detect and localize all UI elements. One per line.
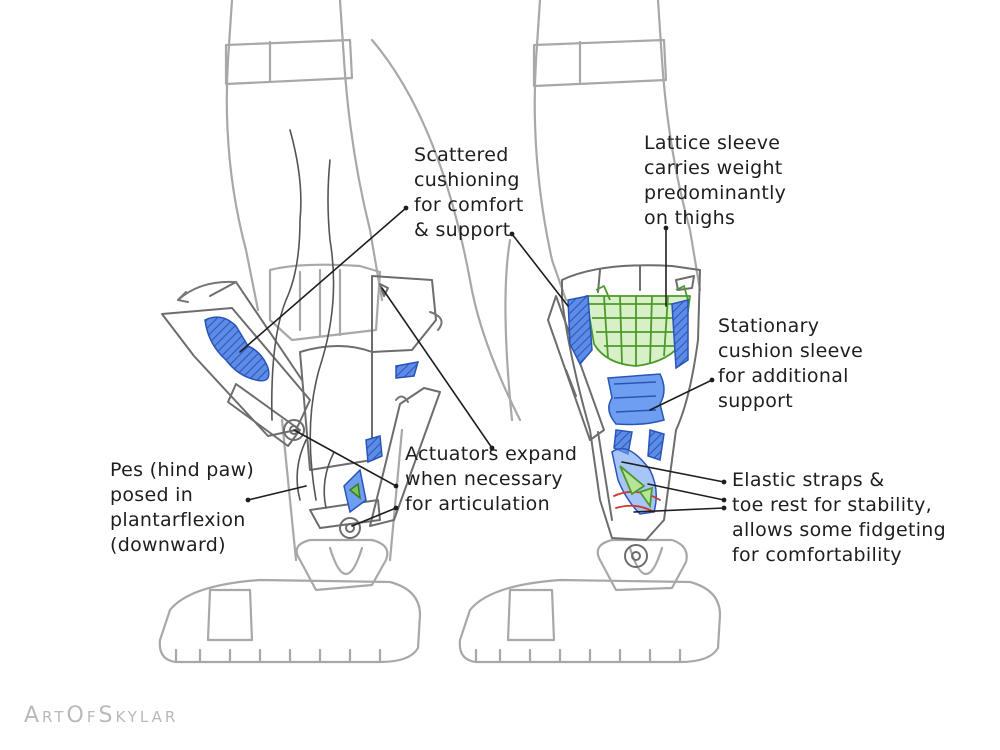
label-line: Pes (hind paw) (110, 459, 255, 481)
label-line: support (718, 390, 794, 412)
label-scattered-cushioning: Scattered cushioning for comfort & suppo… (414, 143, 524, 243)
label-line: toe rest for stability, (732, 494, 932, 516)
label-line: when necessary (405, 468, 563, 490)
artist-watermark: ArtOfSkylar (24, 703, 179, 728)
label-line: Stationary (718, 315, 820, 337)
label-line: (downward) (110, 534, 226, 556)
label-line: plantarflexion (110, 509, 246, 531)
label-stationary-cushion: Stationary cushion sleeve for additional… (718, 314, 863, 414)
left-cushions (204, 316, 420, 514)
label-line: for articulation (405, 493, 550, 515)
label-pes: Pes (hind paw) posed in plantarflexion (… (110, 458, 254, 558)
label-line: carries weight (644, 157, 783, 179)
label-line: cushioning (414, 169, 520, 191)
label-line: Lattice sleeve (644, 132, 781, 154)
label-line: predominantly (644, 182, 787, 204)
label-line: Elastic straps & (732, 469, 885, 491)
lattice-sleeve (585, 285, 691, 367)
label-line: posed in (110, 484, 194, 506)
callout-dots (245, 205, 727, 511)
right-leg-sketch (458, 0, 722, 664)
rotation-arrows (177, 280, 443, 403)
right-leg-brace (547, 264, 701, 568)
label-actuators: Actuators expand when necessary for arti… (405, 442, 577, 517)
label-line: for comfort (414, 194, 524, 216)
label-lattice-sleeve: Lattice sleeve carries weight predominan… (644, 131, 786, 231)
label-line: allows some fidgeting (732, 519, 946, 541)
label-line: Actuators expand (405, 443, 578, 465)
label-line: on thighs (644, 207, 736, 229)
label-line: Scattered (414, 144, 509, 166)
label-line: for comfortability (732, 544, 902, 566)
left-paw-sketch (270, 129, 335, 509)
label-line: for additional (718, 365, 849, 387)
label-line: & support (414, 219, 511, 241)
label-line: cushion sleeve (718, 340, 864, 362)
callout-lines (239, 207, 725, 527)
label-elastic-straps: Elastic straps & toe rest for stability,… (732, 468, 946, 568)
